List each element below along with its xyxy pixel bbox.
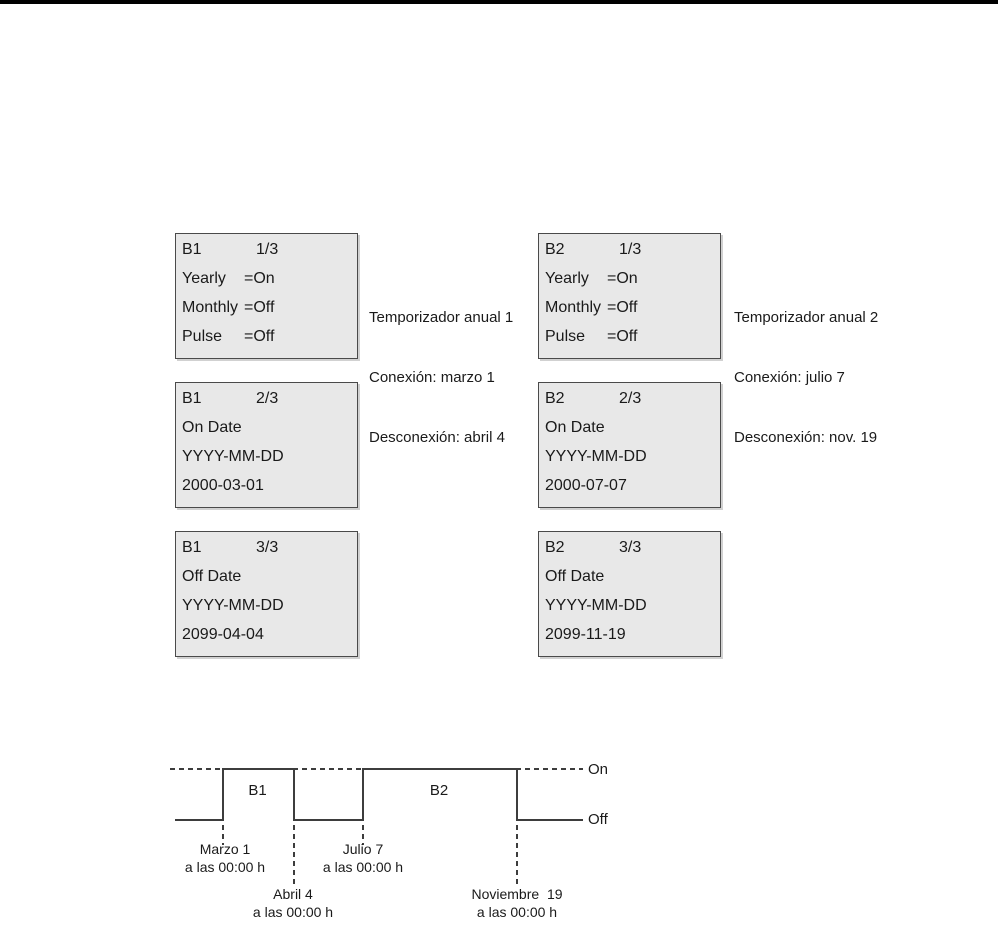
page-indicator: 2/3 — [619, 390, 642, 407]
on-level-dashed-line — [516, 768, 583, 770]
lcd-row: 2099-04-04 — [182, 626, 264, 643]
page-indicator: 3/3 — [256, 539, 279, 556]
lcd-header: B2 1/3 — [545, 235, 720, 264]
page-indicator: 3/3 — [619, 539, 642, 556]
lcd-row: 2000-07-07 — [545, 477, 627, 494]
off-level-line — [516, 819, 583, 821]
lcd-screen-b1-3of3: B1 3/3 Off Date YYYY-MM-DD 2099-04-04 — [175, 531, 358, 657]
time-label-marzo: Marzo 1 a las 00:00 h — [184, 841, 266, 875]
time-label-noviembre: Noviembre 19 a las 00:00 h — [471, 886, 563, 920]
pulse-edge-fall — [293, 768, 295, 821]
caption-line: Desconexión: abril 4 — [369, 429, 505, 446]
lcd-screen-b2-3of3: B2 3/3 Off Date YYYY-MM-DD 2099-11-19 — [538, 531, 721, 657]
lcd-row: Monthly=Off — [182, 299, 275, 316]
caption-timer1: Temporizador anual 1 Conexión: marzo 1 D… — [369, 268, 513, 488]
lcd-row: 2000-03-01 — [182, 477, 264, 494]
lcd-row: Off Date — [545, 568, 605, 585]
off-label: Off — [588, 811, 608, 828]
caption-line: Desconexión: nov. 19 — [734, 429, 878, 446]
off-level-line — [175, 819, 222, 821]
block-name: B2 — [545, 241, 565, 258]
lcd-header: B1 2/3 — [182, 384, 357, 413]
lcd-header: B1 1/3 — [182, 235, 357, 264]
time-label-julio: Julio 7 a las 00:00 h — [322, 841, 404, 875]
lcd-screen-b2-1of3: B2 1/3 Yearly=On Monthly=Off Pulse=Off — [538, 233, 721, 359]
pulse-b2-top-line — [362, 768, 516, 770]
page-indicator: 2/3 — [256, 390, 279, 407]
off-level-line — [293, 819, 362, 821]
pulse-b2-label: B2 — [429, 782, 449, 799]
lcd-header: B2 3/3 — [545, 533, 720, 562]
timing-diagram: B1 B2 On Off Marzo 1 a las 00:00 h Julio… — [140, 740, 760, 928]
pulse-edge-fall — [516, 768, 518, 821]
block-name: B1 — [182, 390, 202, 407]
lcd-row: Off Date — [182, 568, 242, 585]
on-level-dashed-line — [170, 768, 222, 770]
page-top-rule — [0, 0, 998, 4]
block-name: B2 — [545, 390, 565, 407]
lcd-row: On Date — [545, 419, 605, 436]
caption-line: Conexión: marzo 1 — [369, 369, 495, 386]
pulse-b1-label: B1 — [248, 782, 267, 799]
marker-line-abril — [293, 825, 295, 884]
lcd-row: Yearly=On — [545, 270, 638, 287]
pulse-b1-top-line — [222, 768, 293, 770]
block-name: B2 — [545, 539, 565, 556]
lcd-row: YYYY-MM-DD — [182, 597, 284, 614]
time-label-abril: Abril 4 a las 00:00 h — [252, 886, 334, 920]
lcd-row: Yearly=On — [182, 270, 275, 287]
lcd-screen-b2-2of3: B2 2/3 On Date YYYY-MM-DD 2000-07-07 — [538, 382, 721, 508]
block-name: B1 — [182, 241, 202, 258]
page-indicator: 1/3 — [256, 241, 279, 258]
marker-line-marzo — [222, 825, 224, 845]
lcd-row: YYYY-MM-DD — [545, 597, 647, 614]
caption-timer2: Temporizador anual 2 Conexión: julio 7 D… — [734, 268, 878, 488]
lcd-row: Pulse=Off — [182, 328, 275, 345]
lcd-row: On Date — [182, 419, 242, 436]
lcd-row: Monthly=Off — [545, 299, 638, 316]
lcd-row: 2099-11-19 — [545, 626, 626, 643]
lcd-screen-b1-1of3: B1 1/3 Yearly=On Monthly=Off Pulse=Off — [175, 233, 358, 359]
block-name: B1 — [182, 539, 202, 556]
lcd-header: B2 2/3 — [545, 384, 720, 413]
pulse-edge-rise — [362, 768, 364, 821]
lcd-row: YYYY-MM-DD — [545, 448, 647, 465]
marker-line-noviembre — [516, 825, 518, 884]
caption-line: Temporizador anual 1 — [369, 309, 514, 326]
page-indicator: 1/3 — [619, 241, 642, 258]
marker-line-julio — [362, 825, 364, 845]
pulse-edge-rise — [222, 768, 224, 821]
on-label: On — [588, 761, 609, 778]
lcd-screen-b1-2of3: B1 2/3 On Date YYYY-MM-DD 2000-03-01 — [175, 382, 358, 508]
lcd-header: B1 3/3 — [182, 533, 357, 562]
lcd-row: Pulse=Off — [545, 328, 638, 345]
caption-line: Temporizador anual 2 — [734, 309, 879, 326]
lcd-row: YYYY-MM-DD — [182, 448, 284, 465]
on-level-dashed-line — [293, 768, 362, 770]
caption-line: Conexión: julio 7 — [734, 369, 845, 386]
